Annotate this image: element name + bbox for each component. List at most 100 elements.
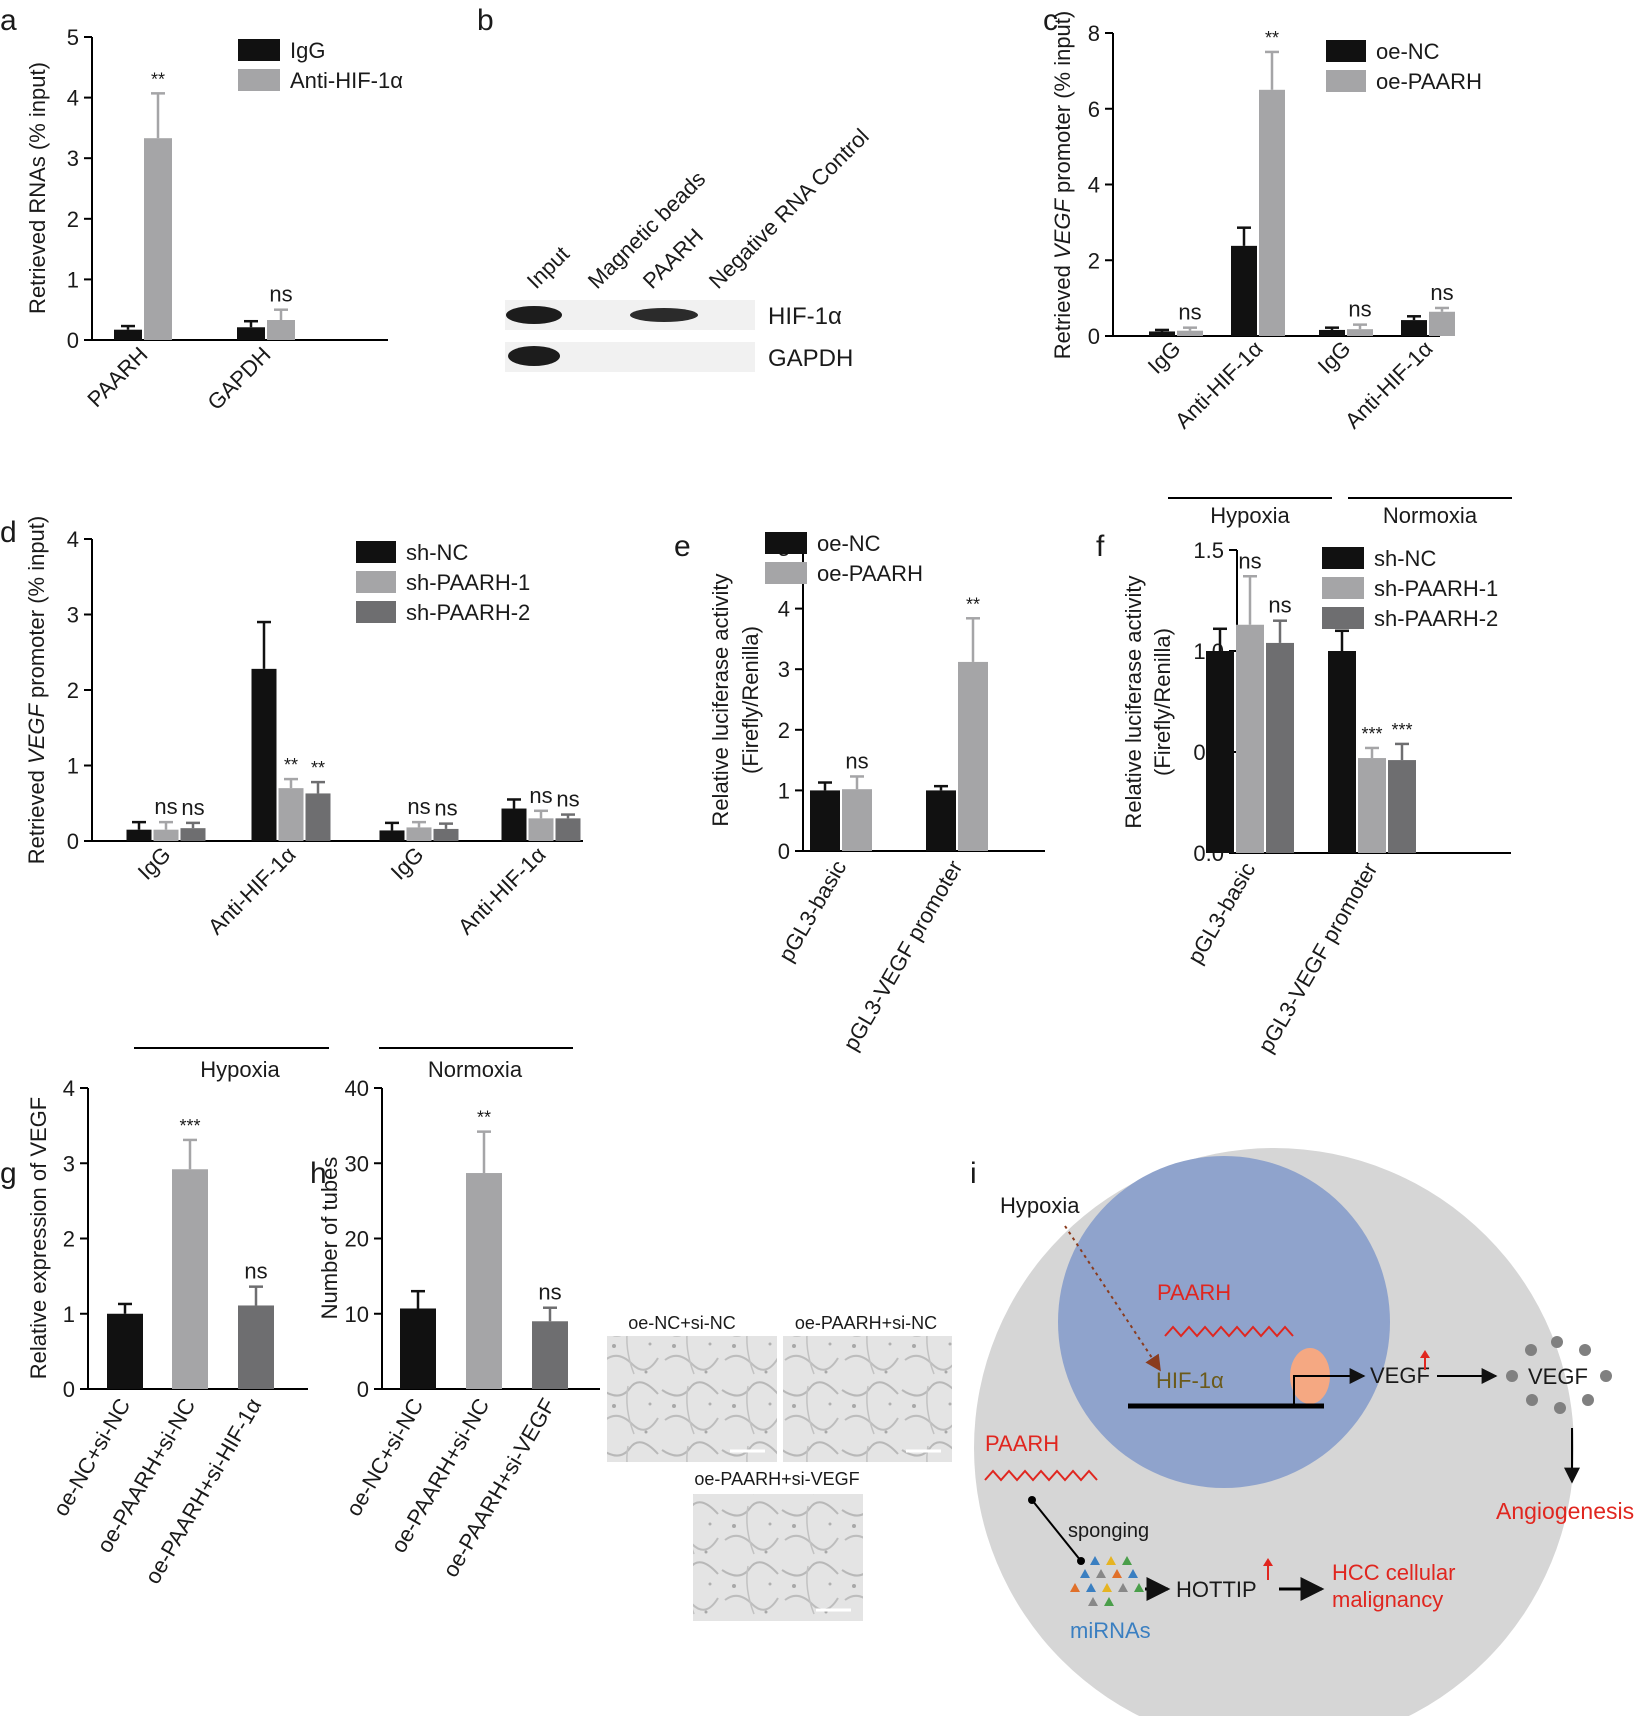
legend-label-a: IgG: [290, 38, 325, 63]
legend-swatch-a: [238, 39, 280, 61]
legend-label-f: sh-PAARH-1: [1374, 576, 1498, 601]
y-axis-label-2-e: (Firefly/Renilla): [738, 626, 763, 774]
bar-a-0-0: [114, 329, 142, 340]
y-axis-label-h: Number of tubes: [317, 1157, 342, 1320]
bar-d-3-2: [555, 818, 581, 841]
bar-a-1-1: [267, 320, 295, 340]
y-axis-label-c: Retrieved VEGF promoter (% input): [1050, 11, 1075, 359]
bar-c-1-1: [1259, 89, 1285, 336]
legend-swatch-c: [1326, 40, 1366, 62]
y-axis-label-2-f: (Firefly/Renilla): [1150, 628, 1175, 776]
x-category-label-a: GAPDH: [203, 342, 276, 415]
y-tick-label-a: 0: [67, 328, 79, 353]
bar-e-0-1: [842, 789, 872, 851]
significance-d: ns: [154, 794, 177, 819]
y-tick-label-a: 3: [67, 146, 79, 171]
blot-label-hif: HIF-1α: [768, 303, 842, 330]
group-label-c: Hypoxia: [1210, 503, 1290, 528]
panel-letter-d: d: [0, 516, 17, 549]
image-title-3: oe-PAARH+si-VEGF: [694, 1469, 859, 1489]
x-category-label-f: pGL3-VEGF promoter: [1253, 858, 1382, 1057]
band-paarh-hif: [630, 308, 698, 322]
y-axis-label-part-3: promoter (% input): [24, 516, 49, 704]
label-sponging: sponging: [1068, 1520, 1149, 1542]
panel-letter-g: g: [0, 1157, 17, 1190]
legend-label-d: sh-PAARH-1: [406, 570, 530, 595]
bar-d-1-0: [251, 668, 277, 841]
bar-d-0-0: [126, 829, 152, 841]
significance-a: **: [151, 69, 165, 89]
legend-swatch-f: [1322, 577, 1364, 599]
significance-d: ns: [434, 796, 457, 821]
y-axis-label-d: Retrieved VEGF promoter (% input): [24, 516, 49, 864]
x-category-label-d: Anti-HIF-1α: [453, 842, 551, 940]
bar-e-1-1: [958, 661, 988, 851]
bar-f-0-0: [1206, 651, 1234, 853]
significance-d: ns: [529, 783, 552, 808]
group-label-d: Hypoxia: [200, 1057, 280, 1082]
bar-f-0-2: [1266, 642, 1294, 853]
legend-swatch-d: [356, 571, 396, 593]
bar-a-0-1: [144, 138, 172, 340]
bar-h-0: [400, 1308, 436, 1389]
bar-f-1-0: [1328, 651, 1356, 853]
bar-e-1-0: [926, 790, 956, 851]
y-tick-label-d: 1: [67, 754, 79, 779]
bar-d-1-2: [305, 793, 331, 841]
sponge-line: [1031, 1499, 1082, 1562]
significance-c: ns: [1178, 300, 1201, 325]
y-tick-label-g: 4: [63, 1076, 75, 1101]
group-label-d: Normoxia: [428, 1057, 523, 1082]
x-category-label-c: Anti-HIF-1α: [1170, 336, 1268, 434]
tube-image-1: [607, 1336, 777, 1462]
x-category-label-g: oe-PAARH+si-HIF-1α: [140, 1394, 267, 1588]
legend-label-f: sh-PAARH-2: [1374, 606, 1498, 631]
bar-h-2: [532, 1321, 568, 1389]
y-tick-label-d: 0: [67, 829, 79, 854]
nucleus: [1058, 1156, 1390, 1488]
sponge-end-dot: [1077, 1557, 1085, 1565]
y-tick-label-c: 2: [1088, 248, 1100, 273]
y-tick-label-c: 6: [1088, 97, 1100, 122]
lane-label-input: Input: [522, 241, 574, 293]
x-category-label-d: IgG: [133, 842, 176, 885]
legend-swatch-d: [356, 541, 396, 563]
significance-f: ***: [1391, 720, 1412, 740]
panel-letter-a: a: [0, 4, 17, 37]
bar-d-1-1: [278, 788, 304, 841]
label-hcc-line1: HCC cellular: [1332, 1560, 1455, 1585]
label-hif: HIF-1α: [1156, 1368, 1224, 1393]
significance-e: **: [966, 594, 980, 614]
y-tick-label-a: 5: [67, 25, 79, 50]
significance-d: **: [284, 755, 298, 775]
label-hypoxia: Hypoxia: [1000, 1193, 1080, 1218]
y-tick-label-d: 2: [67, 678, 79, 703]
bar-c-3-0: [1401, 320, 1427, 336]
y-axis-label-f: Relative luciferase activity: [1121, 575, 1146, 828]
panel-b-blot: Input Magnetic beads PAARH Negative RNA …: [505, 124, 874, 372]
tube-image-2: [783, 1336, 952, 1462]
panel-letter-e: e: [674, 530, 691, 563]
bar-d-2-1: [406, 827, 432, 841]
x-category-label-e: pGL3-basic: [773, 856, 851, 966]
image-title-1: oe-NC+si-NC: [628, 1313, 736, 1333]
hottip-up-arrowhead: [1263, 1558, 1273, 1566]
bar-c-1-0: [1231, 245, 1257, 336]
y-tick-label-c: 8: [1088, 21, 1100, 46]
panel-h-images: oe-NC+si-NC oe-PAARH+si-NC oe-PAARH+si-V…: [607, 1313, 952, 1621]
legend-label-c: oe-NC: [1376, 39, 1440, 64]
paarh-cyto-wave: [984, 1469, 1098, 1482]
band-input-hif: [506, 306, 562, 324]
y-axis-label-part-2: VEGF: [24, 703, 49, 764]
significance-d: ns: [556, 787, 579, 812]
legend-label-e: oe-NC: [817, 531, 881, 556]
panel-letters: a b c d e f g h i: [0, 4, 1105, 1190]
lane-label-negative-rna-control: Negative RNA Control: [704, 124, 874, 294]
legend-label-e: oe-PAARH: [817, 561, 923, 586]
legend-swatch-c: [1326, 70, 1366, 92]
